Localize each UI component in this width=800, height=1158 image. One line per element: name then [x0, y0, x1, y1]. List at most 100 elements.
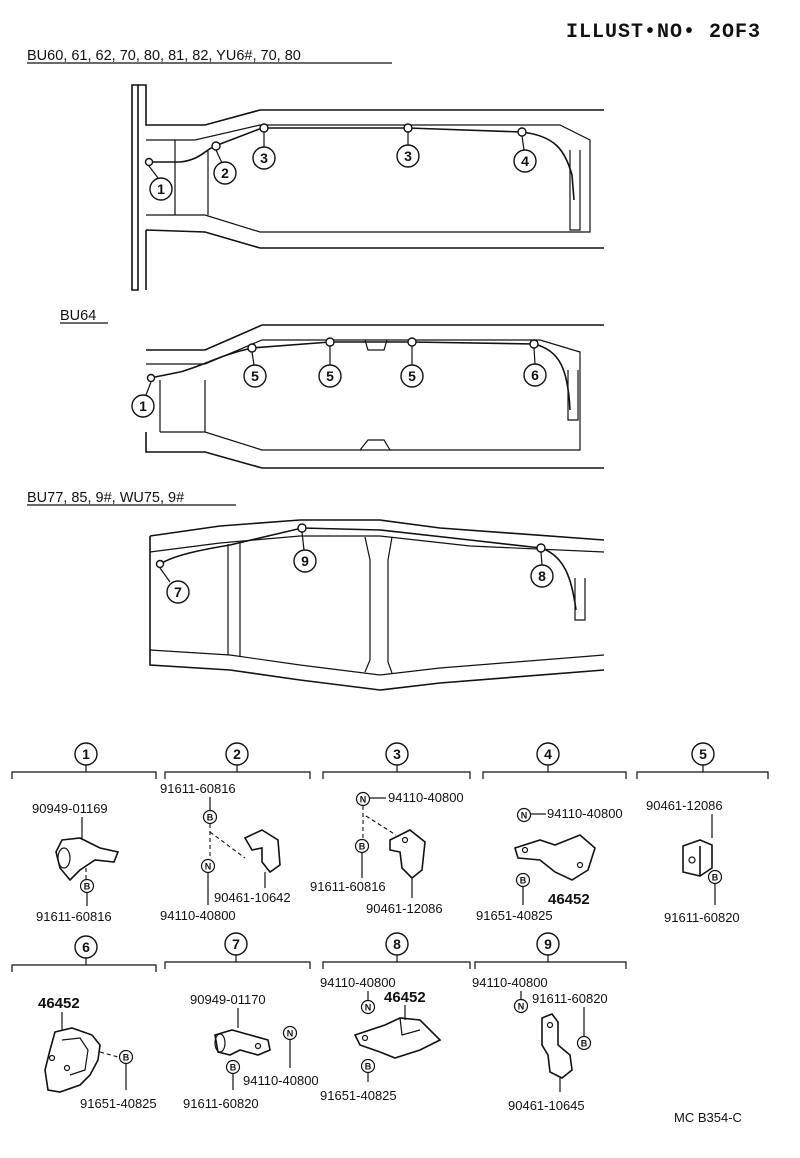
detail-header-8: 8 — [322, 932, 471, 969]
svg-text:N: N — [365, 1003, 372, 1013]
bracket-part-hole — [63, 1064, 71, 1072]
clamp-point — [529, 339, 539, 349]
clamp-point — [297, 523, 307, 533]
frame-diagram-1: BU60, 61, 62, 70, 80, 81, 82, YU6#, 70, … — [27, 48, 604, 291]
clamp-point — [259, 123, 269, 133]
part-number: 94110-40800 — [388, 790, 464, 805]
detail-4: N 94110-40800 B 46452 91651-40825 — [476, 806, 623, 923]
callout-7: 7 — [166, 580, 190, 604]
part-number: 91611-60816 — [36, 909, 112, 924]
svg-text:1: 1 — [157, 181, 165, 197]
clamp-point — [247, 343, 257, 353]
svg-text:4: 4 — [544, 746, 552, 762]
part-number: 94110-40800 — [320, 975, 396, 990]
callout-leader — [159, 567, 171, 583]
clamp-point — [517, 127, 527, 137]
clamp-part — [55, 837, 120, 882]
callout-leader — [145, 381, 152, 396]
svg-text:B: B — [207, 813, 214, 823]
svg-text:3: 3 — [393, 746, 401, 762]
detail-header-7: 7 — [164, 932, 311, 969]
part-number: 91611-60820 — [183, 1096, 259, 1111]
callout-3: 3 — [252, 146, 276, 170]
part-number: 91651-40825 — [320, 1088, 397, 1103]
svg-text:B: B — [520, 876, 527, 886]
callout-9: 9 — [293, 549, 317, 573]
detail-header-1: 1 — [11, 742, 157, 779]
part-number: 91651-40825 — [80, 1096, 157, 1111]
svg-text:7: 7 — [232, 936, 240, 952]
frame-cross-web — [174, 140, 209, 215]
part-dashed-leader — [99, 1051, 119, 1058]
clamp-part-hole — [214, 1033, 226, 1053]
detail-5: 90461-12086 B 91611-60820 — [646, 798, 740, 925]
frame-cross-web — [159, 380, 206, 432]
callout-3: 3 — [396, 144, 420, 168]
callout-leader — [533, 347, 536, 365]
svg-text:N: N — [287, 1029, 294, 1039]
frame-notch-top — [364, 339, 388, 351]
frame-inner-rail — [146, 124, 591, 233]
frame-cross-member-1 — [227, 543, 241, 657]
bracket-part — [514, 834, 596, 881]
callout-leader — [521, 135, 525, 151]
callout-4: 4 — [513, 149, 537, 173]
detail-6: 46452 B 91651-40825 — [38, 995, 157, 1111]
nut-symbol: N — [355, 791, 371, 807]
svg-text:B: B — [123, 1053, 130, 1063]
nut-symbol: N — [200, 858, 216, 874]
callout-6: 6 — [523, 363, 547, 387]
svg-text:B: B — [581, 1039, 588, 1049]
clamp-part-hole — [546, 1021, 554, 1029]
model-heading-3: BU77, 85, 9#, WU75, 9# — [27, 490, 184, 506]
svg-text:B: B — [84, 882, 91, 892]
svg-text:4: 4 — [521, 153, 529, 169]
fuel-pipe — [149, 341, 571, 411]
callout-5: 5 — [318, 364, 342, 388]
frame-cross-member-2 — [364, 536, 393, 674]
detail-header-2: 2 — [164, 742, 311, 779]
bracket-part-hole — [361, 1034, 369, 1042]
part-number: 94110-40800 — [160, 908, 236, 923]
model-heading-2: BU64 — [60, 308, 96, 324]
clamp-point — [407, 337, 417, 347]
nut-symbol: N — [360, 999, 376, 1015]
svg-text:3: 3 — [260, 150, 268, 166]
svg-text:5: 5 — [326, 368, 334, 384]
fuel-pipe — [159, 527, 577, 611]
part-number: 46452 — [548, 891, 590, 908]
svg-text:N: N — [518, 1002, 525, 1012]
callout-8: 8 — [530, 564, 554, 588]
svg-text:B: B — [230, 1063, 237, 1073]
callout-leader — [148, 165, 159, 179]
clamp-point — [144, 157, 154, 167]
svg-text:B: B — [359, 842, 366, 852]
detail-3: N 94110-40800 B 91611-60816 90461-12086 — [310, 790, 464, 916]
part-number: 90461-12086 — [646, 798, 723, 813]
detail-header-5: 5 — [636, 742, 769, 779]
detail-2: 91611-60816 B N 90461-10642 94110-40800 — [160, 781, 291, 923]
part-number: 90949-01169 — [32, 801, 108, 816]
frame-inner-rail — [146, 339, 581, 451]
bracket-part-hole — [48, 1054, 56, 1062]
part-number: 94110-40800 — [547, 806, 623, 821]
frame-bottom-outer — [149, 536, 605, 691]
callout-leader — [251, 351, 255, 366]
part-number: 90461-12086 — [366, 901, 443, 916]
cross-member — [131, 84, 139, 291]
svg-text:8: 8 — [393, 936, 401, 952]
clamp-part — [541, 1013, 573, 1079]
svg-text:1: 1 — [139, 398, 147, 414]
clamp-point — [211, 141, 221, 151]
svg-text:2: 2 — [233, 746, 241, 762]
bracket-part-inner — [61, 1037, 89, 1076]
callout-5: 5 — [400, 364, 424, 388]
clamp-point — [536, 543, 546, 553]
bracket-part — [353, 1017, 442, 1059]
bracket-part-hole — [576, 861, 584, 869]
callout-2: 2 — [213, 161, 237, 185]
svg-text:9: 9 — [544, 936, 552, 952]
frame-top-outer — [149, 519, 605, 541]
part-number: 90949-01170 — [190, 992, 266, 1007]
callout-leader — [540, 551, 543, 566]
